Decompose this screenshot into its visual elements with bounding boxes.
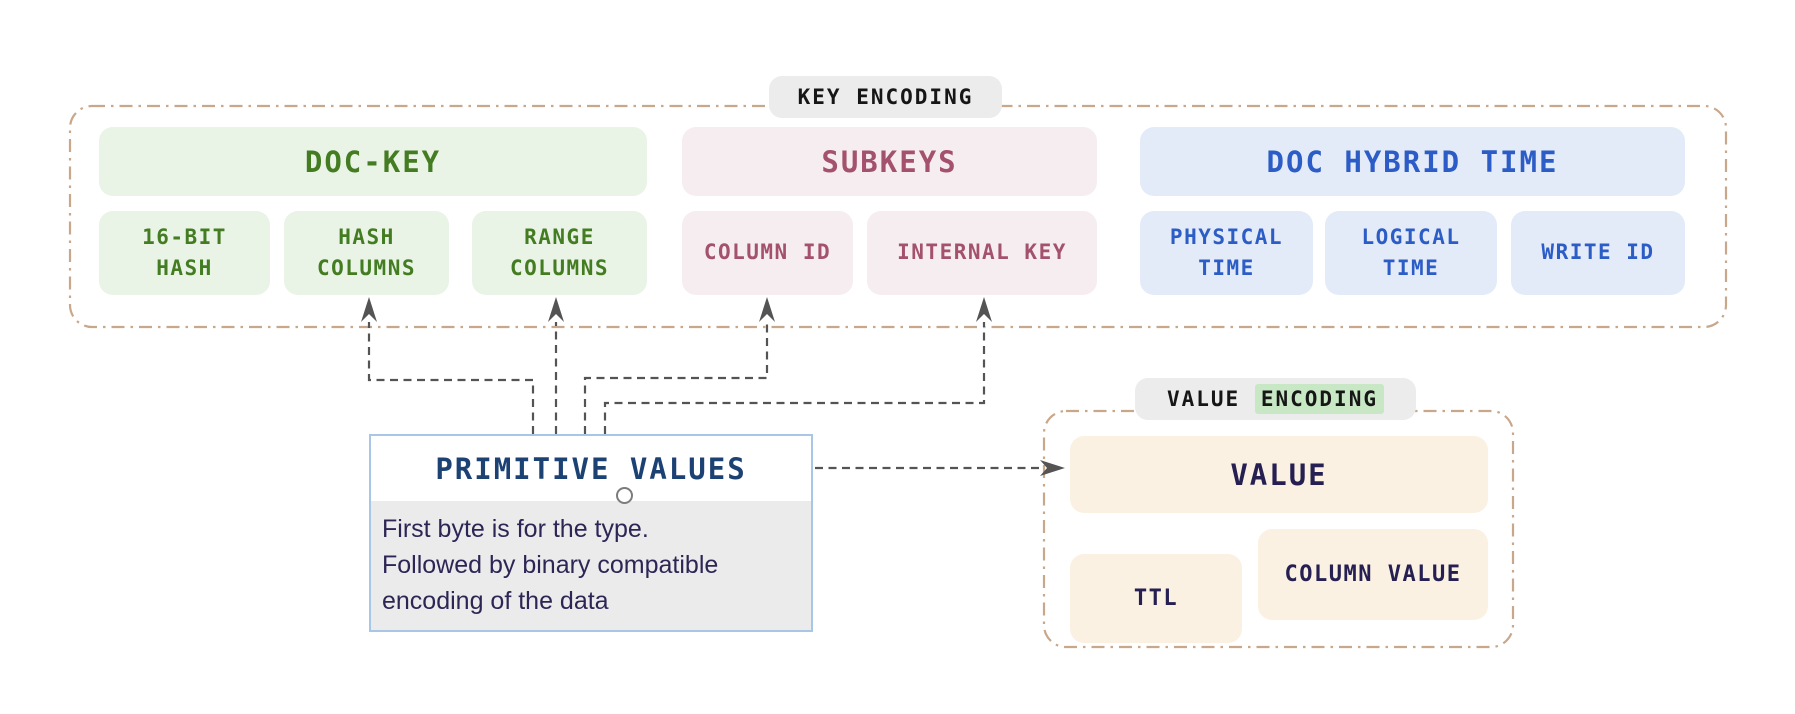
box-internal-key: INTERNAL KEY [867, 211, 1097, 295]
doc-key-header: DOC-KEY [99, 127, 647, 196]
box-hash-columns: HASH COLUMNS [284, 211, 449, 295]
doc-hybrid-time-title: DOC HYBRID TIME [1266, 144, 1559, 179]
value-encoding-label-plain: VALUE [1166, 387, 1255, 411]
arrowhead-internal-key [976, 297, 992, 322]
subkeys-title: SUBKEYS [821, 144, 958, 179]
label-value: VALUE [1230, 457, 1328, 492]
key-encoding-label: KEY ENCODING [769, 76, 1002, 118]
box-value: VALUE [1070, 436, 1488, 513]
primitive-values-description-text: First byte is for the type. Followed by … [382, 515, 719, 615]
label-16-bit-hash: 16-BIT HASH [142, 224, 227, 281]
arrowhead-column-id [759, 297, 775, 322]
primitive-values-box: PRIMITIVE VALUES First byte is for the t… [369, 434, 813, 632]
connector-internal-key [603, 322, 986, 434]
label-column-id: COLUMN ID [703, 240, 832, 265]
primitive-values-description: First byte is for the type. Followed by … [371, 501, 811, 630]
primitive-values-title: PRIMITIVE VALUES [371, 436, 811, 501]
label-ttl: TTL [1133, 586, 1179, 611]
label-logical-time: LOGICAL TIME [1361, 224, 1461, 281]
label-physical-time: PHYSICAL TIME [1169, 224, 1284, 281]
box-physical-time: PHYSICAL TIME [1140, 211, 1313, 295]
arrowhead-hash-columns [361, 297, 377, 322]
box-logical-time: LOGICAL TIME [1325, 211, 1497, 295]
box-write-id: WRITE ID [1511, 211, 1685, 295]
primitive-values-title-text: PRIMITIVE VALUES [435, 451, 747, 486]
connector-column-id [583, 322, 769, 434]
doc-key-title: DOC-KEY [304, 144, 442, 179]
key-encoding-label-text: KEY ENCODING [797, 85, 974, 109]
value-encoding-label: VALUE ENCODING [1135, 378, 1416, 420]
doc-hybrid-time-header: DOC HYBRID TIME [1140, 127, 1685, 196]
box-range-columns: RANGE COLUMNS [472, 211, 647, 295]
label-write-id: WRITE ID [1541, 240, 1655, 265]
label-column-value: COLUMN VALUE [1284, 562, 1462, 587]
box-column-value: COLUMN VALUE [1258, 529, 1488, 620]
label-range-columns: RANGE COLUMNS [509, 224, 609, 281]
connector-node-circle [616, 487, 633, 504]
box-ttl: TTL [1070, 554, 1242, 643]
box-column-id: COLUMN ID [682, 211, 853, 295]
connector-hash-columns [367, 322, 535, 434]
value-encoding-label-highlight: ENCODING [1254, 384, 1384, 414]
label-internal-key: INTERNAL KEY [897, 240, 1067, 265]
box-16-bit-hash: 16-BIT HASH [99, 211, 270, 295]
arrowhead-value [1040, 460, 1065, 476]
label-hash-columns: HASH COLUMNS [316, 224, 416, 281]
subkeys-header: SUBKEYS [682, 127, 1097, 196]
arrowhead-range-columns [548, 297, 564, 322]
